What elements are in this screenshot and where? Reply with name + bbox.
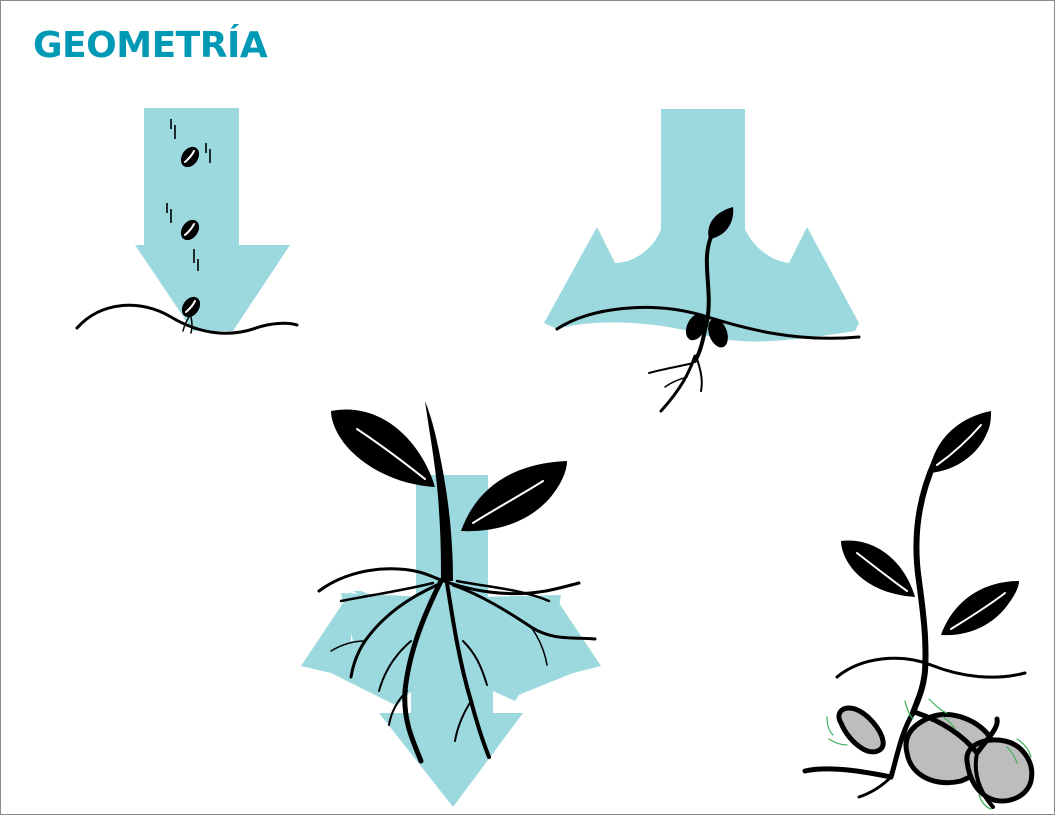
leaf-icon bbox=[841, 540, 915, 597]
panel-seed-falling bbox=[77, 108, 297, 333]
panel-roots-around-stones bbox=[805, 411, 1032, 809]
leaf-icon bbox=[929, 411, 991, 473]
leaf-icon bbox=[331, 409, 435, 487]
panel-sprout-emerging bbox=[544, 109, 859, 411]
leaf-icon bbox=[941, 581, 1019, 635]
branching-arrow-icon bbox=[544, 109, 859, 341]
plant-stem bbox=[913, 461, 935, 713]
soil-line bbox=[837, 658, 1025, 677]
panel-roots-spreading bbox=[301, 401, 601, 807]
